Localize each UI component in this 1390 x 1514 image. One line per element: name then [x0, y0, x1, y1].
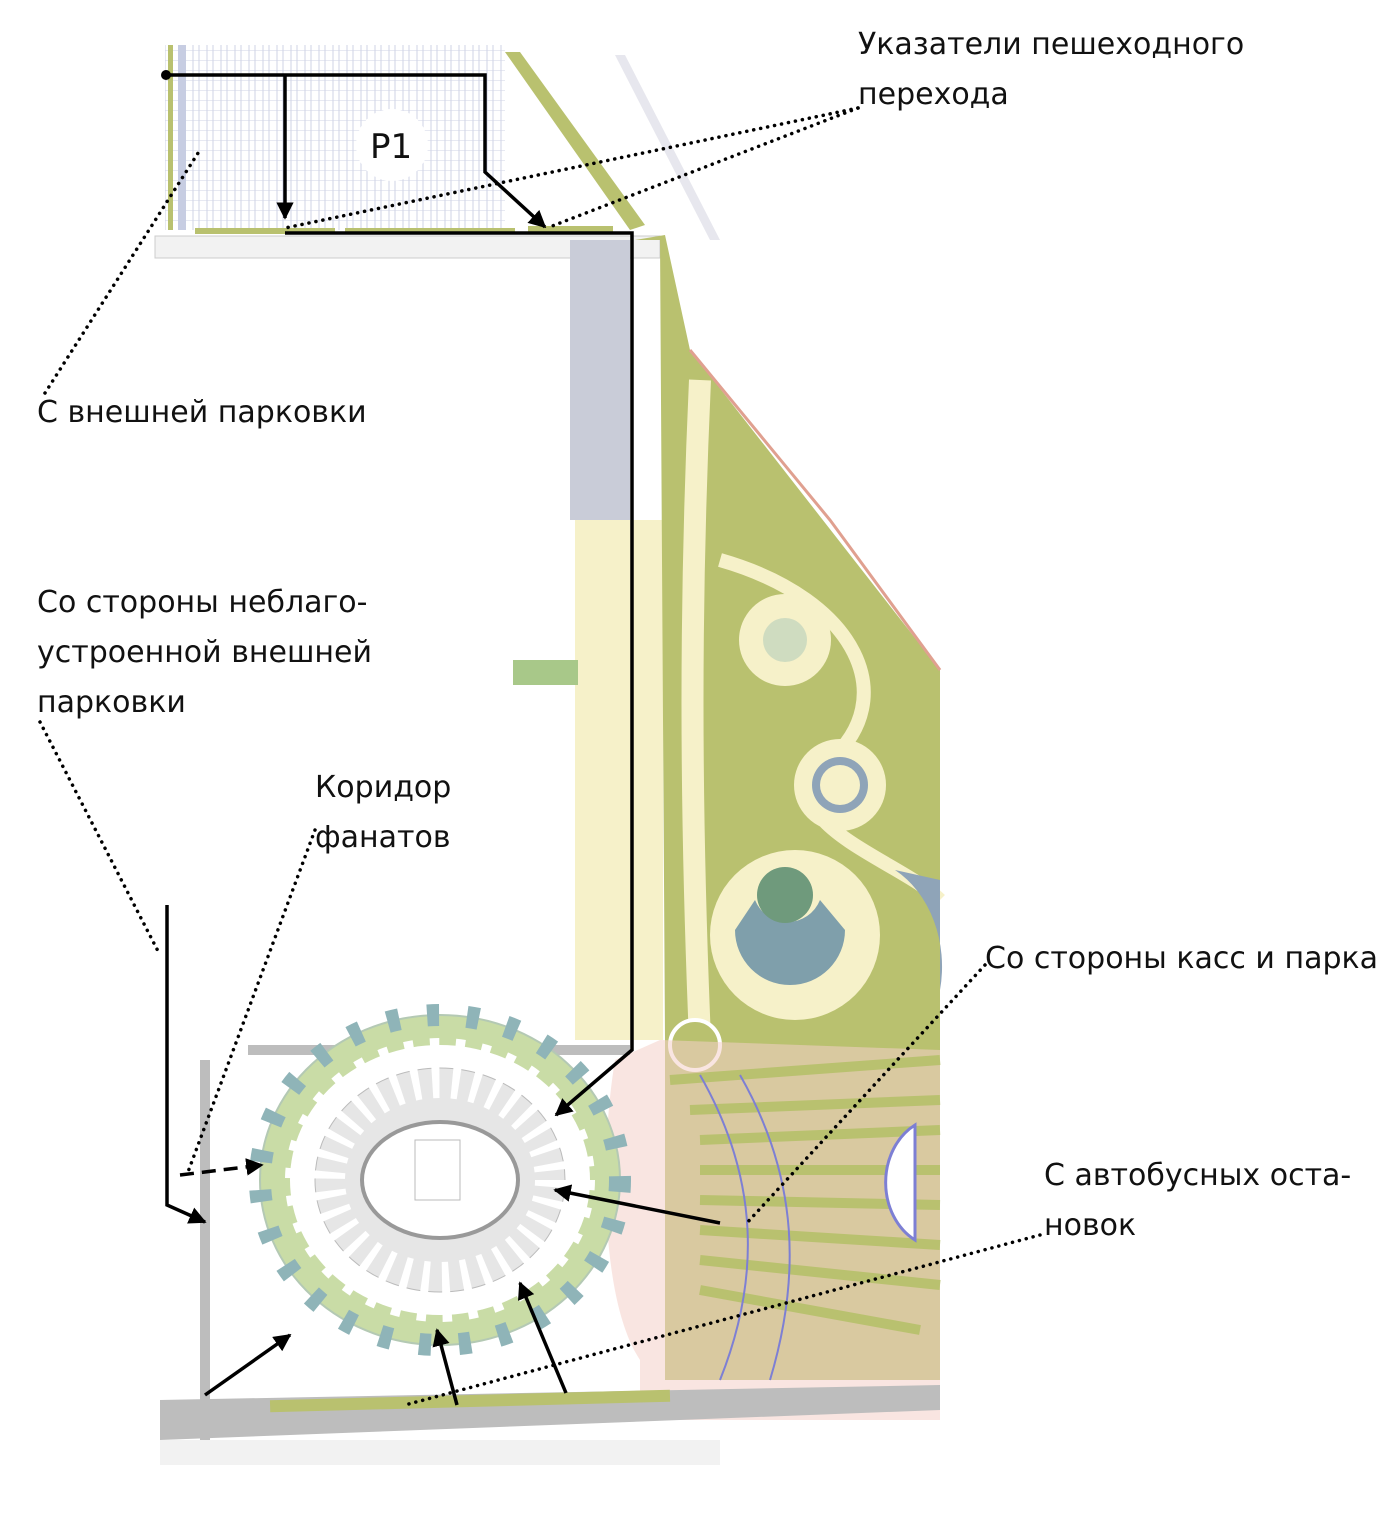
- label-crossing-signs-line2: перехода: [858, 77, 1009, 112]
- stadium-roads: [160, 1060, 940, 1465]
- ticket-office-zone: [605, 1040, 941, 1420]
- roads: [154, 55, 720, 1040]
- leader-lines: [38, 106, 1042, 1407]
- label-bus-stops-line1: С автобусных оста-: [1044, 1158, 1351, 1193]
- labels: Указатели пешеходного перехода С внешней…: [37, 27, 1378, 1243]
- label-fan-corridor-line1: Коридор: [315, 770, 451, 805]
- label-fan-corridor-line2: фанатов: [315, 820, 451, 855]
- stadium: [248, 1004, 631, 1356]
- label-unimproved-parking-line1: Со стороны неблаго-: [37, 585, 367, 620]
- route-arrow-to-crossing-right: [166, 73, 547, 229]
- p1-label-circle: [356, 109, 428, 181]
- label-from-external-parking: С внешней парковки: [37, 395, 367, 430]
- route-arrow-bus-1: [203, 1333, 292, 1397]
- route-arrow-bus-2: [432, 1328, 459, 1406]
- route-arrow-bus-3: [518, 1281, 568, 1394]
- route-arrow-parking-to-stadium: [285, 231, 634, 1117]
- route-arrow-park: [553, 1184, 721, 1225]
- label-bus-stops-line2: новок: [1044, 1208, 1136, 1243]
- pedestrian-routes: [161, 70, 721, 1406]
- label-ticket-offices-park: Со стороны касс и парка: [985, 941, 1378, 976]
- label-unimproved-parking-line2: устроенной внешней: [37, 635, 372, 670]
- route-arrow-unimproved-parking: [165, 905, 207, 1224]
- route-arrow-fan-corridor: [179, 1158, 264, 1177]
- label-crossing-signs-line1: Указатели пешеходного: [858, 27, 1244, 62]
- parking-p1-label: P1: [370, 127, 412, 167]
- label-unimproved-parking-line3: парковки: [37, 685, 186, 720]
